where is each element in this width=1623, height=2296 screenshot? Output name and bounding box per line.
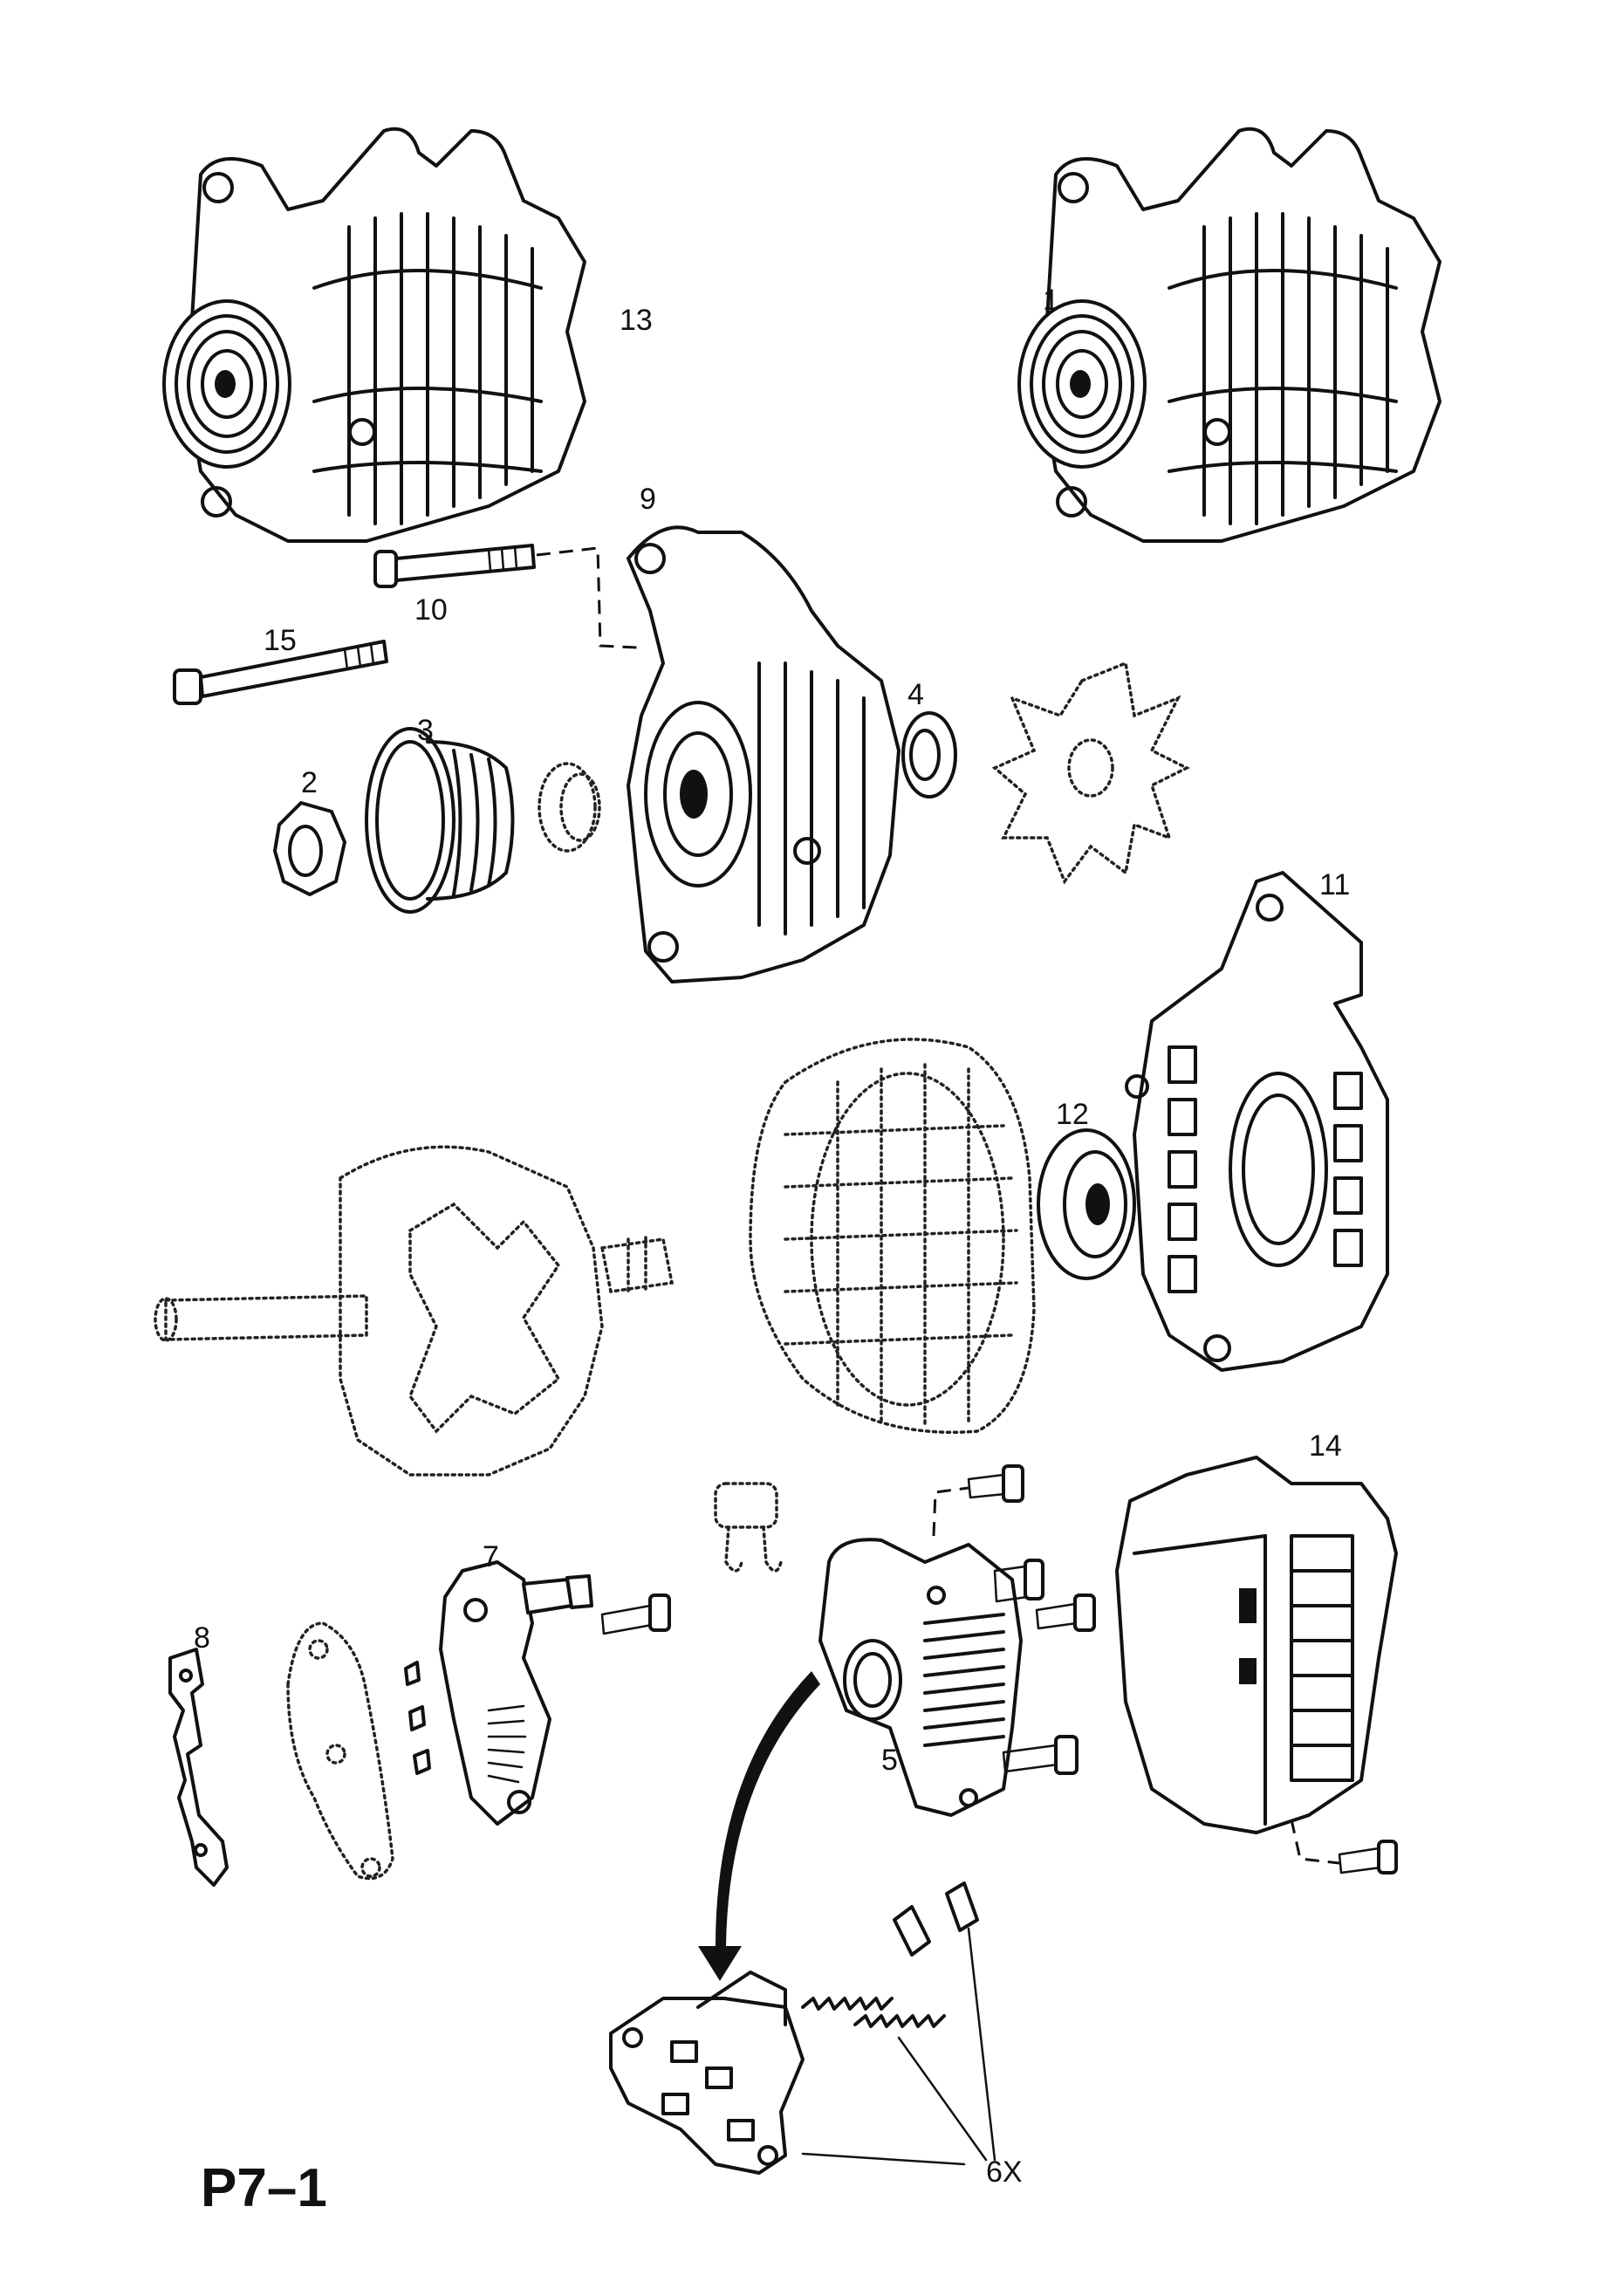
callout-9: 9 [640,483,656,516]
regulator-screw-bottom [1002,1735,1079,1775]
regulator-screw-right [1035,1593,1096,1632]
callout-11: 11 [1319,868,1350,901]
callout-2: 2 [301,766,318,799]
callout-12: 12 [1056,1098,1089,1131]
rectifier-bolt [600,1593,671,1635]
callout-14: 14 [1309,1429,1342,1463]
callout-1: 1 [1043,284,1059,317]
callout-7: 7 [483,1540,499,1573]
nut-2 [273,801,346,896]
callout-5: 5 [881,1744,898,1777]
slip-ring-housing-11 [1125,871,1389,1372]
callout-13: 13 [620,304,653,337]
insulating-gasket [286,1621,394,1881]
callout-4: 4 [907,678,924,711]
bearing-seal-4 [901,711,957,798]
regulator-screw-top [932,1464,1024,1537]
brush-holder-detail [609,1970,805,2175]
callout-3: 3 [417,714,434,747]
voltage-regulator-5 [818,1538,1023,1817]
connector-strip-8 [168,1648,229,1887]
bearing-12 [1037,1128,1136,1280]
stator [749,1038,1036,1434]
callout-6x: 6X [986,2155,1023,2189]
detail-arrow [698,1671,820,1981]
callout-8: 8 [194,1621,210,1655]
alternator-assembly-13 [162,127,586,543]
carbon-brushes [893,1881,979,1957]
page-code: P7–1 [201,2158,327,2218]
spacer-ring [538,762,601,853]
rear-cover-14 [1115,1456,1398,1874]
alternator-assembly-1 [1017,127,1442,543]
leader-lines-6x [801,1927,996,2166]
cooling-fan [991,661,1190,885]
long-bolt-15 [173,640,388,705]
cover-screw [1338,1840,1398,1874]
terminal-stud [993,1559,1044,1603]
pulley-3 [365,727,515,914]
drive-end-housing-9 [627,525,901,984]
rotor [154,1145,675,1477]
interference-capacitor [714,1482,783,1573]
long-bolt-10 [373,544,638,649]
callout-15: 15 [264,624,297,657]
rectifier-plate-7 [404,1560,593,1826]
callout-10: 10 [414,593,448,627]
brush-springs [801,1997,946,2028]
